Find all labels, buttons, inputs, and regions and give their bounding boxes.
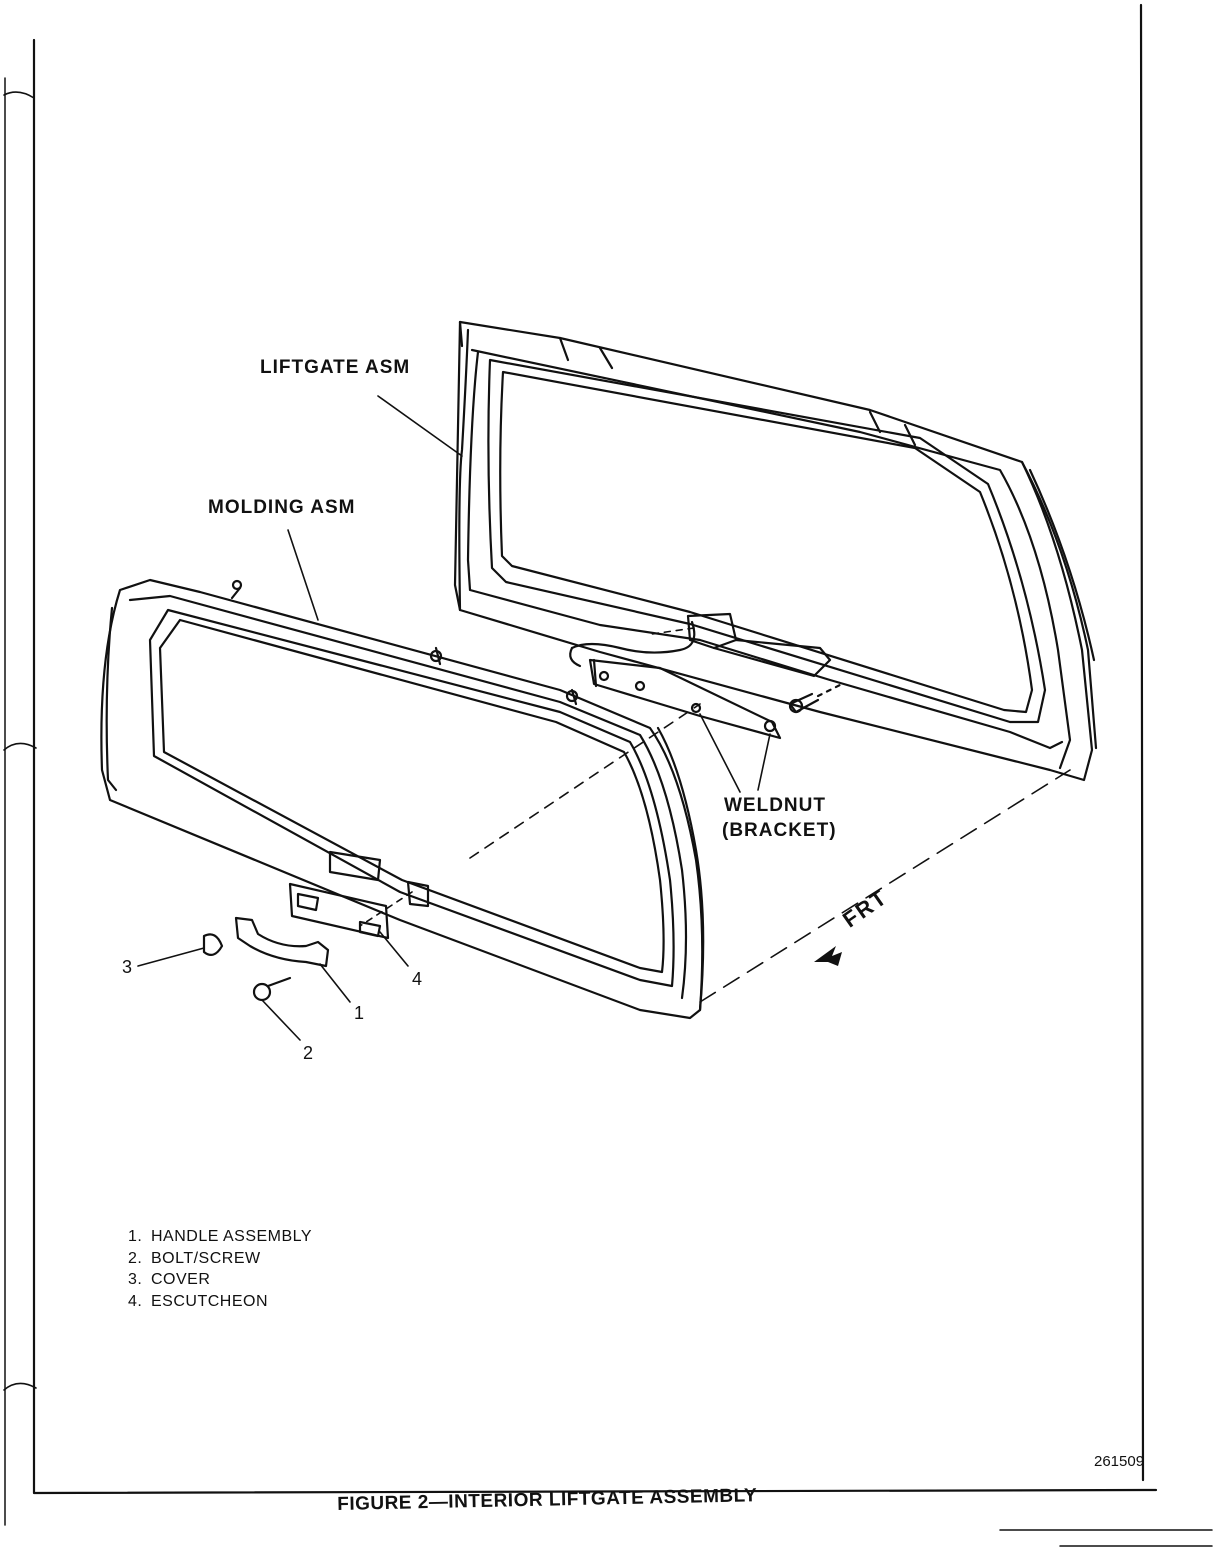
binder-hole-marks [3, 91, 37, 1391]
frt-arrow [814, 946, 842, 966]
callout-1: 1 [354, 1003, 365, 1023]
legend-item: 2.BOLT/SCREW [128, 1249, 261, 1267]
legend-item: 3.COVER [128, 1271, 211, 1288]
molding-asm-label: MOLDING ASM [208, 497, 356, 518]
callout-4: 4 [412, 969, 423, 989]
weldnut-label: WELDNUT [724, 795, 826, 816]
leader-lines [137, 395, 1071, 1041]
liftgate-assembly [453, 320, 1098, 782]
bracket-label: (BRACKET) [722, 820, 837, 841]
liftgate-asm-label: LIFTGATE ASM [260, 357, 411, 378]
page-border [4, 3, 1213, 1547]
callout-2: 2 [303, 1043, 314, 1063]
legend-item: 1.HANDLE ASSEMBLY [128, 1228, 313, 1245]
parts-legend: 1.HANDLE ASSEMBLY 2.BOLT/SCREW 3.COVER 4… [128, 1226, 312, 1312]
legend-item: 4.ESCUTCHEON [128, 1292, 269, 1310]
figure-id: 261509 [1094, 1453, 1145, 1470]
weldnut-bracket [569, 612, 844, 740]
callout-3: 3 [122, 957, 133, 977]
handle-hardware [202, 850, 430, 1002]
molding-assembly [100, 578, 705, 1020]
